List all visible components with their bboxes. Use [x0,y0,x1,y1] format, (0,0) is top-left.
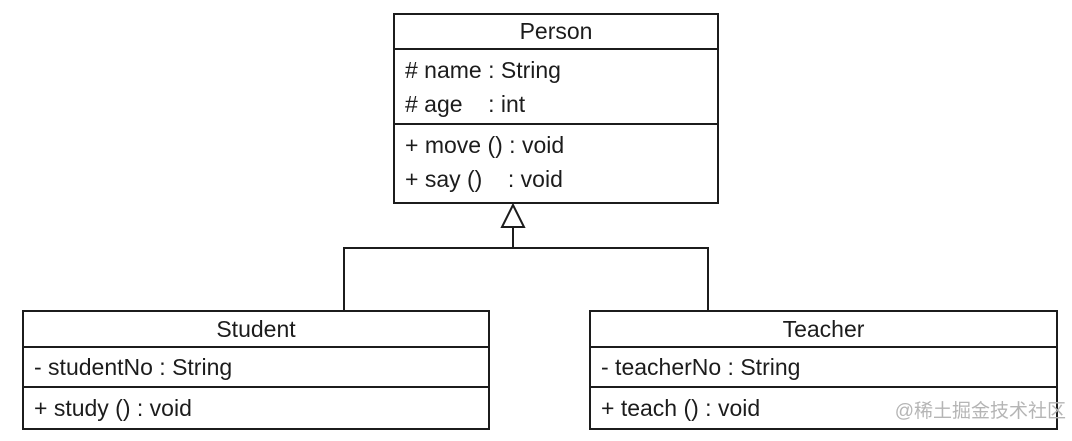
attribute-line: - teacherNo : String [601,354,801,380]
method-line: + study () : void [34,395,192,421]
class-name-student: Student [24,312,488,348]
attribute-line: - studentNo : String [34,354,233,380]
student-attributes-section: - studentNo : String [24,348,488,388]
method-line: + say () : void [405,166,563,192]
student-methods-section: + study () : void [24,388,488,428]
class-box-student: Student - studentNo : String + study () … [22,310,490,430]
class-name-teacher: Teacher [591,312,1056,348]
watermark: @稀土掘金技术社区 [894,401,1066,422]
teacher-methods-section: + teach () : void [591,388,1056,428]
generalization-arrowhead-icon [500,202,526,228]
person-methods-section: + move () : void + say () : void [395,125,717,202]
attribute-line: # name : String [405,57,561,83]
teacher-attributes-section: - teacherNo : String [591,348,1056,388]
class-box-teacher: Teacher - teacherNo : String + teach () … [589,310,1058,430]
method-line: + teach () : void [601,395,761,421]
method-line: + move () : void [405,132,565,158]
class-box-person: Person # name : String # age : int + mov… [393,13,719,204]
attribute-line: # age : int [405,91,526,117]
class-name-person: Person [395,15,717,50]
person-attributes-section: # name : String # age : int [395,50,717,125]
